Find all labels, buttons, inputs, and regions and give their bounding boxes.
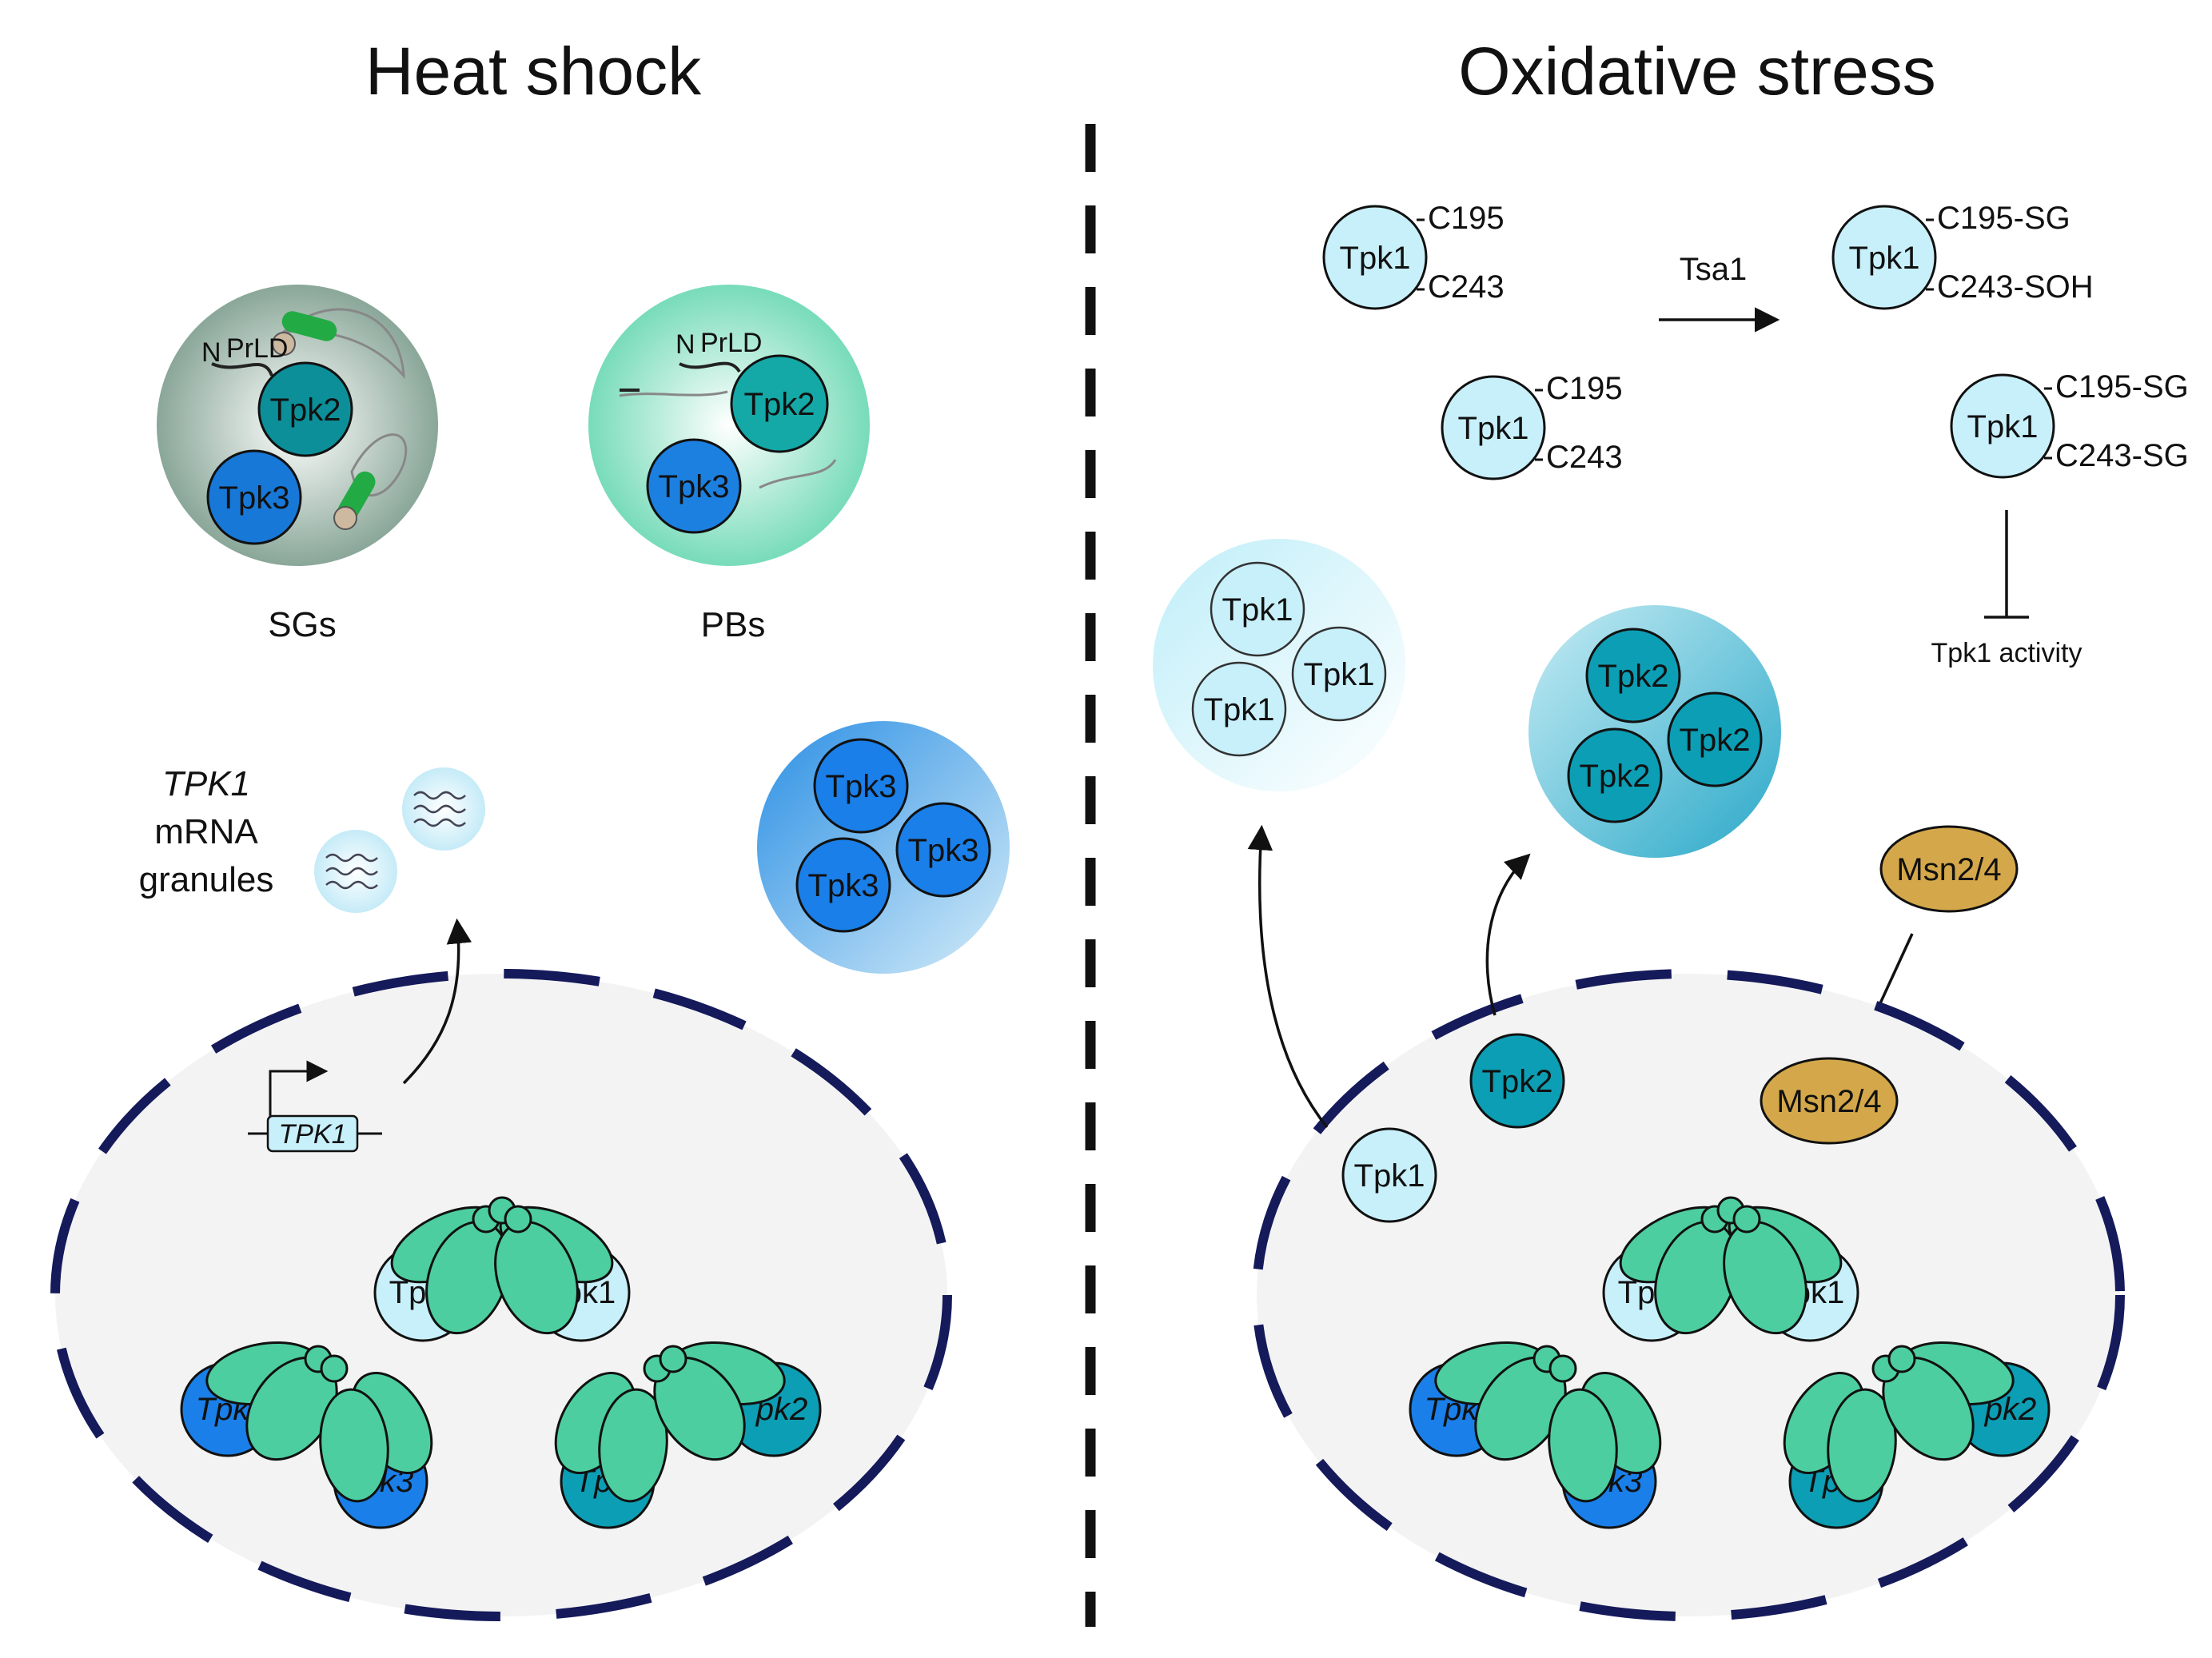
holoenzyme-tpk1: Tpk pk1 bbox=[1602, 1196, 1859, 1342]
pb-prld-n-label: N bbox=[676, 329, 695, 360]
right-panel-title: Oxidative stress bbox=[1458, 34, 1936, 109]
c195-label: C195 bbox=[1546, 371, 1623, 406]
tpk3-monomer bbox=[813, 738, 909, 834]
tpk2-monomer bbox=[1667, 691, 1763, 787]
stress-granule: N PrLD Tpk2 Tpk3 bbox=[157, 285, 438, 566]
gene-box bbox=[266, 1114, 359, 1153]
tpk2-monomer-label: Tpk2 bbox=[1680, 723, 1751, 758]
tpk2-monomer-label: Tpk2 bbox=[1598, 659, 1669, 694]
c243-label: C243 bbox=[1546, 440, 1623, 475]
c243-label: C243 bbox=[1428, 269, 1505, 305]
tpk3-monomer bbox=[895, 802, 991, 898]
c243-soh-label: C243-SOH bbox=[1937, 269, 2094, 305]
nuclear-tpk1 bbox=[1341, 1127, 1437, 1223]
tpk2-monomer bbox=[1585, 628, 1681, 723]
pb-tpk2-label: Tpk2 bbox=[744, 387, 815, 422]
tpk2-export-arrow bbox=[1485, 853, 1531, 1016]
mrna-granules-line2: mRNA bbox=[154, 812, 258, 851]
mrna-granule bbox=[314, 830, 397, 913]
tpk1-monomer bbox=[1191, 661, 1287, 757]
pb-label: PBs bbox=[701, 605, 766, 644]
holoenzyme-tpk1: Tpk pk1 bbox=[373, 1196, 631, 1342]
mrna-granules-line3: granules bbox=[139, 860, 274, 899]
tpk2-monomer-label: Tpk2 bbox=[1580, 759, 1651, 794]
tpk3-monomer-label: Tpk3 bbox=[826, 769, 897, 804]
inhibition-line bbox=[1984, 510, 2029, 619]
tpk1-label: Tpk1 bbox=[1967, 409, 2039, 444]
c195-sg-label: C195-SG bbox=[2055, 369, 2189, 405]
pb-prld-label: PrLD bbox=[700, 328, 762, 358]
mrna-granules-gene: TPK1 bbox=[162, 764, 250, 803]
pb-tpk3-label: Tpk3 bbox=[659, 469, 730, 504]
tpk1-reduced: Tpk1 C195 C243 bbox=[1441, 371, 1623, 480]
tpk1-oxidized: Tpk1 C195-SG C243-SOH bbox=[1831, 201, 2094, 310]
sg-tpk3-label: Tpk3 bbox=[219, 480, 290, 516]
mrna-export-arrow bbox=[402, 918, 472, 1085]
sg-tpk2 bbox=[257, 361, 353, 457]
tpk2-monomer bbox=[1567, 727, 1663, 823]
holoenzyme-tpk3: Tpk pk3 bbox=[180, 1341, 433, 1529]
tpk1-condensate: Tpk1 Tpk1 Tpk1 bbox=[1153, 539, 1405, 791]
sg-label: SGs bbox=[268, 605, 337, 644]
tpk3-condensate: Tpk3 Tpk3 Tpk3 bbox=[757, 721, 1010, 974]
pb-tpk3 bbox=[646, 438, 742, 534]
mrna-strand bbox=[759, 459, 837, 489]
c195-label: C195 bbox=[1428, 201, 1505, 236]
ribosome-icon bbox=[333, 506, 357, 530]
sg-tpk2-label: Tpk2 bbox=[270, 393, 341, 428]
tpk1-label: Tpk1 bbox=[1458, 411, 1529, 446]
tpk1-label: Tpk1 bbox=[1340, 241, 1411, 276]
sg-rna-binding-protein bbox=[281, 311, 337, 341]
tpk1-monomer-label: Tpk1 bbox=[1222, 592, 1293, 628]
mrna-granule bbox=[402, 767, 485, 851]
prld-tail bbox=[211, 362, 273, 377]
prld-tail bbox=[679, 361, 741, 373]
ribosome-icon bbox=[272, 332, 296, 356]
holoenzyme-tpk3: Tpk pk3 bbox=[1409, 1341, 1662, 1529]
tpk1-monomer-label: Tpk1 bbox=[1304, 657, 1375, 692]
tpk1-monomer bbox=[1291, 626, 1387, 722]
promoter-arrow-icon bbox=[269, 1060, 329, 1121]
tpk1-reduced: Tpk1 C195 C243 bbox=[1322, 201, 1505, 310]
sg-tpk3 bbox=[206, 449, 302, 545]
tpk1-monomer bbox=[1210, 561, 1305, 657]
msn24-nucleus-label: Msn2/4 bbox=[1776, 1084, 1881, 1119]
nuclear-tpk2-label: Tpk2 bbox=[1482, 1064, 1553, 1099]
tpk1-glutathionylated: Tpk1 C195-SG C243-SG bbox=[1950, 369, 2189, 479]
c195-sg-label: C195-SG bbox=[1937, 201, 2071, 236]
tpk1-export-arrow bbox=[1247, 824, 1329, 1129]
pb-tpk2 bbox=[730, 354, 829, 453]
tpk1-label: Tpk1 bbox=[1849, 241, 1920, 276]
mrna-strand bbox=[619, 390, 728, 397]
holoenzyme-tpk2: Tpk pk2 bbox=[554, 1341, 822, 1529]
tpk1-activity-label: Tpk1 activity bbox=[1931, 638, 2082, 668]
tpk3-monomer-label: Tpk3 bbox=[808, 868, 879, 903]
p-body: N PrLD Tpk2 Tpk3 bbox=[588, 285, 870, 566]
tpk3-monomer-label: Tpk3 bbox=[908, 833, 979, 868]
c243-sg-label: C243-SG bbox=[2055, 438, 2189, 473]
sg-prld-label: PrLD bbox=[226, 333, 288, 364]
nuclear-tpk1-label: Tpk1 bbox=[1354, 1158, 1425, 1194]
gene-box-label: TPK1 bbox=[278, 1119, 346, 1150]
msn24-nucleus bbox=[1760, 1057, 1899, 1145]
tpk3-monomer bbox=[795, 837, 891, 933]
sg-prld-n-label: N bbox=[201, 337, 221, 368]
tpk1-gene: TPK1 bbox=[248, 1060, 382, 1153]
left-panel-title: Heat shock bbox=[365, 34, 702, 109]
msn24-cytoplasm-label: Msn2/4 bbox=[1896, 852, 2001, 887]
tpk2-condensate: Tpk2 Tpk2 Tpk2 bbox=[1528, 605, 1781, 858]
nuclear-tpk2 bbox=[1469, 1033, 1565, 1129]
tsa1-label: Tsa1 bbox=[1680, 252, 1748, 287]
tpk1-monomer-label: Tpk1 bbox=[1204, 692, 1275, 727]
msn24-cytoplasm bbox=[1879, 825, 2019, 913]
holoenzyme-tpk2: Tpk pk2 bbox=[1783, 1341, 2051, 1529]
